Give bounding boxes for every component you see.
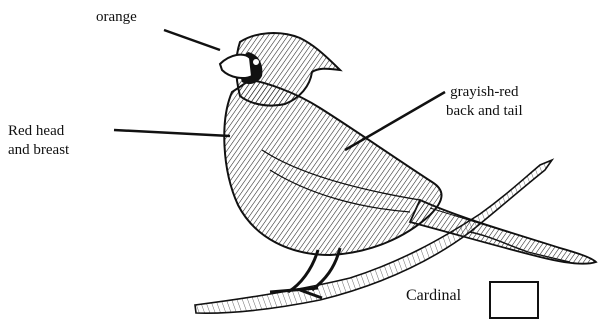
eye	[253, 59, 259, 65]
bird-body	[224, 80, 441, 255]
back-tail-label-line2: back and tail	[446, 102, 523, 121]
head-breast-label-line1: Red head	[8, 122, 69, 141]
beak-pointer	[164, 30, 220, 50]
head-breast-label-line2: and breast	[8, 141, 69, 160]
back-tail-label: grayish-red back and tail	[446, 83, 523, 121]
back-tail-label-line1: grayish-red	[446, 83, 523, 102]
back-tail-pointer	[345, 92, 445, 150]
species-answer-box[interactable]	[489, 281, 539, 319]
beak	[220, 55, 252, 78]
species-label: Cardinal	[406, 286, 461, 305]
head-breast-pointer	[114, 130, 230, 136]
beak-label: orange	[96, 8, 137, 27]
head-breast-label: Red head and breast	[8, 122, 69, 160]
